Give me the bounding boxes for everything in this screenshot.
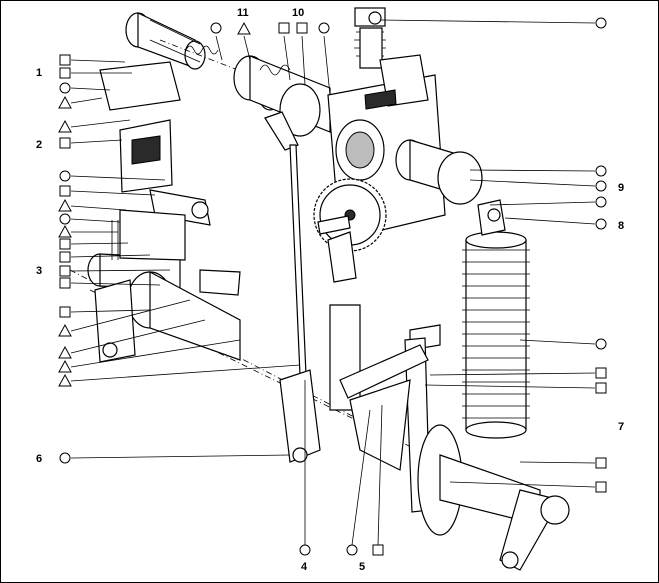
square-marker [595,382,607,394]
triangle-marker [58,359,72,373]
square-marker [59,306,71,318]
circle-marker [595,218,607,230]
triangle-marker [58,323,72,337]
leader-lines [70,19,596,546]
square-marker [595,457,607,469]
square-marker [59,251,71,263]
circle-marker [346,544,358,556]
triangle-marker [237,21,251,35]
circle-marker [59,170,71,182]
square-marker [59,277,71,289]
square-marker [595,367,607,379]
part-number-1: 1 [36,67,42,79]
circle-marker [59,213,71,225]
square-marker [59,238,71,250]
part-number-7: 7 [618,421,624,433]
square-marker [595,481,607,493]
triangle-marker [58,95,72,109]
part-number-11: 11 [237,7,249,19]
square-marker [372,544,384,556]
part-number-4: 4 [301,561,308,573]
markers [58,17,607,556]
circle-marker [318,22,330,34]
part-number-3: 3 [36,265,42,277]
part-number-2: 2 [36,139,42,151]
square-marker [278,22,290,34]
part-number-10: 10 [292,7,304,19]
square-marker [59,54,71,66]
insulator [462,231,530,439]
circle-marker [59,452,71,464]
square-marker [296,22,308,34]
square-marker [59,185,71,197]
circle-marker [210,22,222,34]
circle-marker [595,17,607,29]
circle-marker [595,196,607,208]
part-number-8: 8 [618,220,624,232]
mechanism-drawing [69,7,570,571]
circle-marker [595,338,607,350]
triangle-marker [58,224,72,238]
square-marker [59,67,71,79]
square-marker [59,137,71,149]
circle-marker [595,180,607,192]
square-marker [59,265,71,277]
circle-marker [299,544,311,556]
circle-marker [59,82,71,94]
triangle-marker [58,373,72,387]
part-number-labels: 1 2 3 6 11 10 9 8 7 4 5 [36,7,624,573]
triangle-marker [58,198,72,212]
triangle-marker [58,345,72,359]
circle-marker [595,165,607,177]
part-number-5: 5 [359,561,365,573]
part-number-9: 9 [618,182,624,194]
triangle-marker [58,119,72,133]
part-number-6: 6 [36,453,42,465]
